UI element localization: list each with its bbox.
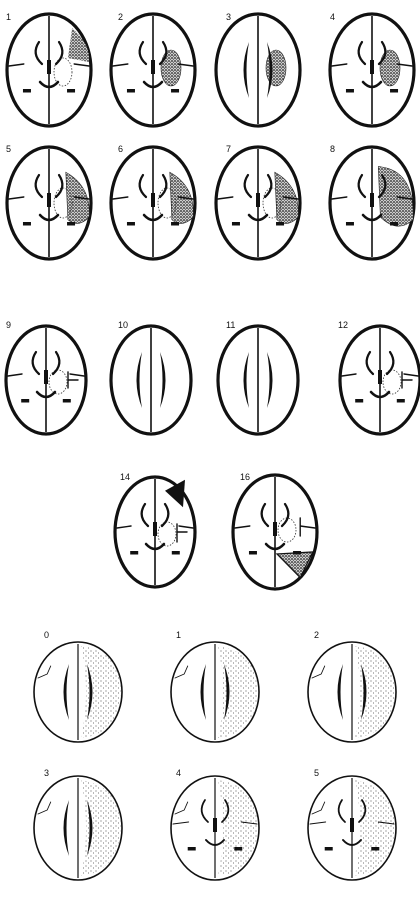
occipital-horn-right	[67, 89, 75, 93]
slice-label: 1	[6, 12, 11, 22]
third-ventricle	[273, 522, 277, 536]
third-ventricle	[256, 193, 260, 207]
occipital-horn-left	[127, 222, 135, 226]
slice-label: 10	[118, 320, 128, 330]
third-ventricle	[350, 818, 354, 832]
brain-slice: 11	[218, 320, 298, 434]
brain-slice: 14	[115, 472, 195, 587]
occipital-horn-left	[249, 551, 257, 555]
third-ventricle	[151, 60, 155, 74]
third-ventricle	[47, 60, 51, 74]
brain-slice: 5	[6, 144, 91, 259]
brain-slice: 8	[330, 144, 414, 259]
occipital-horn-left	[23, 222, 31, 226]
slice-label: 12	[338, 320, 348, 330]
brain-slice: 1	[171, 630, 259, 742]
brain-slice: 2	[111, 12, 195, 126]
lesion-hemisphere	[218, 646, 258, 738]
slice-label: 5	[6, 144, 11, 154]
lesion-hemisphere	[81, 780, 121, 876]
third-ventricle	[151, 193, 155, 207]
brain-slice: 6	[111, 144, 195, 259]
brain-slice: 10	[111, 320, 191, 434]
occipital-horn-right	[397, 399, 405, 403]
occipital-horn-left	[232, 222, 240, 226]
occipital-horn-right	[171, 89, 179, 93]
lesion-hemisphere	[218, 780, 258, 876]
third-ventricle	[44, 370, 48, 384]
brain-slice: 1	[6, 12, 91, 126]
third-ventricle	[370, 60, 374, 74]
slice-label: 11	[226, 320, 235, 330]
occipital-horn-left	[23, 89, 31, 93]
panel-a: 1 2 3 4 5 6 7 8	[6, 12, 414, 259]
occipital-horn-left	[127, 89, 135, 93]
lesion-hemisphere	[355, 646, 395, 738]
slice-label: 4	[176, 768, 181, 778]
occipital-horn-right	[172, 551, 180, 555]
slice-label: 8	[330, 144, 335, 154]
slice-label: 16	[240, 472, 250, 482]
panel-c: 0 1 2 3 4 5	[34, 630, 396, 880]
occipital-horn-left	[325, 847, 333, 851]
lesion-core	[380, 50, 400, 86]
brain-slice: 4	[330, 12, 414, 126]
occipital-horn-right	[171, 222, 179, 226]
brain-slice: 3	[216, 12, 300, 126]
slice-label: 0	[44, 630, 49, 640]
slice-label: 4	[330, 12, 335, 22]
third-ventricle	[213, 818, 217, 832]
slice-label: 14	[120, 472, 130, 482]
occipital-horn-left	[21, 399, 29, 403]
brain-slice: 2	[308, 630, 396, 742]
brain-slice: 0	[34, 630, 122, 742]
lesion-core	[161, 50, 181, 86]
slice-label: 2	[118, 12, 123, 22]
slice-label: 7	[226, 144, 231, 154]
brain-slice: 7	[216, 144, 300, 259]
third-ventricle	[153, 522, 157, 536]
third-ventricle	[370, 193, 374, 207]
slice-label: 1	[176, 630, 181, 640]
slice-label: 3	[226, 12, 231, 22]
lesion-hemisphere	[81, 646, 121, 738]
slice-label: 6	[118, 144, 123, 154]
third-ventricle	[47, 193, 51, 207]
occipital-horn-left	[355, 399, 363, 403]
slice-label: 5	[314, 768, 319, 778]
slice-label: 2	[314, 630, 319, 640]
occipital-horn-left	[188, 847, 196, 851]
occipital-horn-left	[130, 551, 138, 555]
occipital-horn-right	[293, 551, 301, 555]
occipital-horn-right	[63, 399, 71, 403]
occipital-horn-right	[390, 222, 398, 226]
brain-slice: 3	[34, 768, 122, 880]
slice-label: 3	[44, 768, 49, 778]
brain-slice: 12	[338, 320, 420, 434]
brain-slice: 4	[171, 768, 259, 880]
occipital-horn-right	[67, 222, 75, 226]
occipital-horn-left	[346, 89, 354, 93]
occipital-horn-right	[276, 222, 284, 226]
panel-b: 9 10 11 12 14 16	[6, 320, 420, 589]
third-ventricle	[378, 370, 382, 384]
brain-slice: 5	[308, 768, 396, 880]
occipital-horn-right	[234, 847, 242, 851]
lesion-hemisphere	[355, 780, 395, 876]
slice-label: 9	[6, 320, 11, 330]
occipital-horn-right	[371, 847, 379, 851]
occipital-horn-left	[346, 222, 354, 226]
occipital-horn-right	[390, 89, 398, 93]
brain-slice: 16	[233, 472, 317, 589]
brain-slice: 9	[6, 320, 86, 434]
